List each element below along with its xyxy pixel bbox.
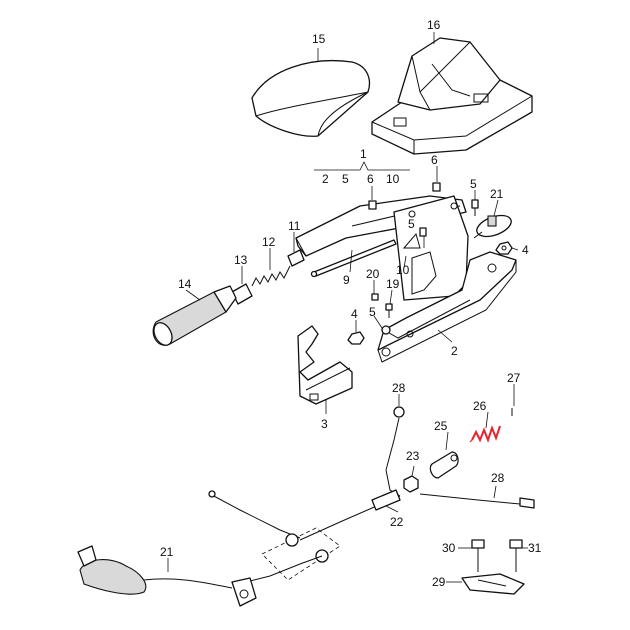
part-26-spring-highlight[interactable]: [469, 425, 501, 443]
part-23-nut[interactable]: [403, 475, 419, 493]
part-28-lower-rod[interactable]: [419, 493, 535, 509]
part-25-cylinder[interactable]: [429, 451, 459, 479]
label-29: 29: [432, 575, 446, 589]
part-4-nut-middle[interactable]: [347, 331, 365, 345]
part-4-nut-upper[interactable]: [495, 241, 513, 255]
fastener-5-lever[interactable]: [419, 227, 427, 237]
label-19: 19: [386, 277, 400, 291]
part-20-screw[interactable]: [371, 293, 379, 301]
leader-lines: [167, 32, 528, 583]
label-4-middle: 4: [351, 307, 358, 321]
label-12: 12: [262, 235, 276, 249]
label-6-right: 6: [431, 153, 438, 167]
part-1-bracket: [314, 161, 410, 171]
part-11-bushing[interactable]: [287, 249, 305, 267]
label-23: 23: [406, 449, 420, 463]
part-14-grip[interactable]: [150, 285, 237, 348]
part-31-bolt[interactable]: [509, 539, 523, 572]
label-14: 14: [178, 277, 192, 291]
label-21-lower: 21: [160, 545, 174, 559]
label-26: 26: [473, 399, 487, 413]
label-28-upper: 28: [392, 381, 406, 395]
label-27: 27: [507, 371, 521, 385]
part-19-bolt[interactable]: [385, 303, 393, 318]
part-21-button[interactable]: [473, 211, 514, 240]
label-28-lower: 28: [491, 471, 505, 485]
label-30: 30: [442, 541, 456, 555]
part-29-plate[interactable]: [461, 573, 525, 595]
part-12-spring[interactable]: [251, 265, 291, 287]
label-20: 20: [366, 267, 380, 281]
label-4-upper: 4: [522, 243, 529, 257]
part-16-console-housing[interactable]: [371, 37, 533, 155]
label-10-lever: 10: [396, 263, 410, 277]
part-5-washer-middle[interactable]: [381, 325, 391, 335]
part-9-rod[interactable]: [310, 239, 397, 278]
label-2-group: 2: [322, 172, 329, 186]
part-13-sleeve[interactable]: [231, 283, 253, 305]
callout-labels: 15 16 1 2 5 6 10 6 5 21 11 12 13 14 9 5 …: [160, 18, 542, 589]
part-28-upper-rod[interactable]: [385, 406, 405, 497]
label-5-right: 5: [470, 177, 477, 191]
part-15-console-pad[interactable]: [251, 60, 371, 137]
part-21-shift-boot[interactable]: [77, 545, 257, 607]
label-5-group: 5: [342, 172, 349, 186]
label-16: 16: [427, 18, 441, 32]
label-1: 1: [360, 147, 367, 161]
label-25: 25: [434, 419, 448, 433]
label-6-group: 6: [367, 172, 374, 186]
label-10-group: 10: [386, 172, 400, 186]
label-22: 22: [390, 515, 404, 529]
label-3: 3: [321, 417, 328, 431]
label-11: 11: [288, 219, 301, 233]
label-13: 13: [234, 253, 248, 267]
label-9: 9: [343, 273, 350, 287]
label-31: 31: [528, 541, 542, 555]
label-5-lever: 5: [408, 217, 415, 231]
fastener-5-upper[interactable]: [471, 199, 479, 216]
part-3-ratchet-segment[interactable]: [297, 325, 353, 405]
label-2-plate: 2: [451, 344, 458, 358]
label-21-upper: 21: [490, 187, 504, 201]
label-15: 15: [312, 32, 326, 46]
part-30-bolt[interactable]: [471, 539, 485, 572]
fastener-6-lever[interactable]: [368, 200, 377, 210]
label-5-middle: 5: [369, 305, 376, 319]
fastener-6-upper[interactable]: [432, 182, 441, 192]
part-22-cable-assembly[interactable]: [208, 489, 401, 583]
